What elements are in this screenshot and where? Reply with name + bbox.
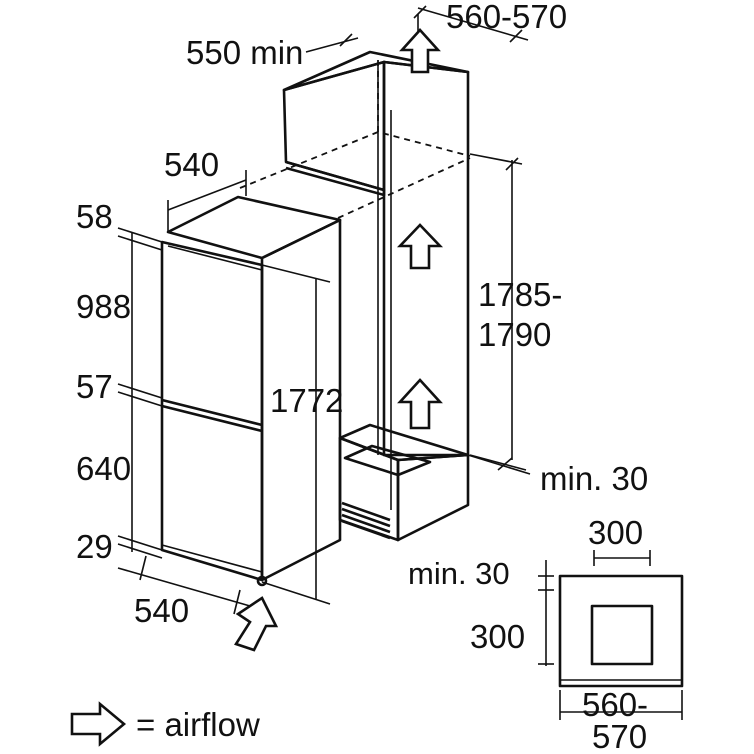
fridge-width-bottom-label: 540 (134, 592, 189, 629)
fridge-side-face (260, 218, 342, 582)
bottom-gap-label: 29 (76, 528, 113, 565)
appliance-height-label: 1772 (270, 382, 343, 419)
vent-width-label: 300 (588, 514, 643, 551)
vent-top-clearance-label: min. 30 (408, 556, 510, 591)
niche-cabinet (239, 50, 471, 542)
fridge-door-split-top (161, 398, 263, 427)
niche-plinth-side (396, 453, 470, 542)
top-gap-label: 58 (76, 198, 113, 235)
plinth-grille (341, 501, 391, 540)
fridge-door-split-bottom (161, 404, 263, 433)
niche-depth-min-label: 550 min (186, 34, 303, 71)
niche-top-lid (282, 50, 470, 92)
vent-height-label: 300 (470, 618, 525, 655)
vent-opening (590, 604, 654, 666)
fridge-foot (256, 575, 268, 587)
airflow-legend-icon (70, 701, 127, 747)
airflow-up-middle-icon (396, 223, 444, 270)
airflow-up-lower-icon (397, 378, 443, 430)
fridge-section-label: 988 (76, 288, 131, 325)
fridge-top-trim (167, 245, 263, 271)
niche-opening-edge (285, 160, 386, 197)
fridge-bottom-trim (161, 544, 263, 573)
vent-plinth-outline (558, 574, 684, 688)
niche-height-label-line2: 1790 (478, 316, 551, 353)
niche-bottom-clearance-label: min. 30 (540, 460, 648, 497)
niche-depth-top-label: 560-570 (446, 0, 567, 35)
airflow-legend-label: = airflow (136, 706, 260, 743)
middle-gap-label: 57 (76, 368, 113, 405)
legend: = airflow (70, 701, 260, 747)
plinth-vent-opening (343, 444, 432, 477)
niche-width-label-line2: 570 (592, 718, 647, 754)
airflow-up-top-icon (399, 28, 441, 74)
freezer-section-label: 640 (76, 450, 131, 487)
niche-height-label-line1: 1785- (478, 276, 562, 313)
niche-width-label-line1: 560- (582, 686, 648, 723)
airflow-diagonal-icon (234, 596, 279, 652)
fridge-width-top-label: 540 (164, 146, 219, 183)
dimension-labels: 560-570 550 min 540 58 988 57 640 29 540… (76, 0, 648, 754)
airflow-arrows (234, 28, 444, 652)
fridge-freezer (160, 195, 342, 587)
vent-detail (538, 550, 684, 720)
niche-top-dashed-front (239, 131, 471, 189)
niche-top-dashed-back (337, 157, 471, 219)
